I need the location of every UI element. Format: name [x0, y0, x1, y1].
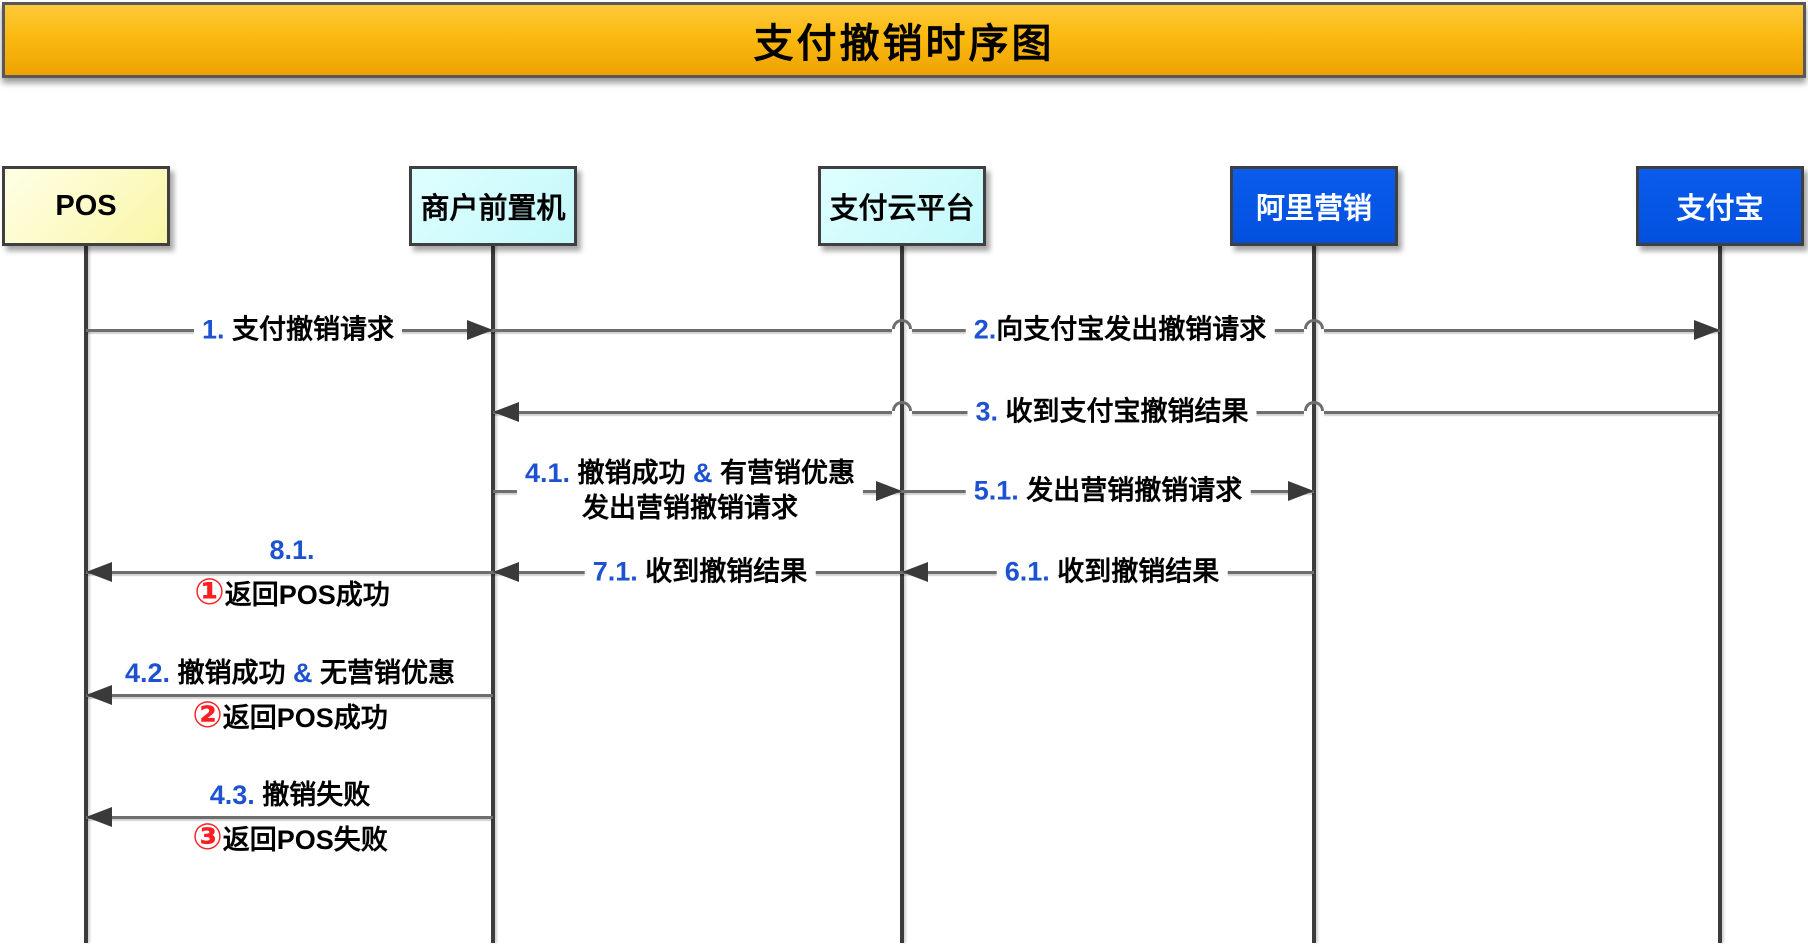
message-text-segment: 收到撤销结果 [1057, 556, 1220, 587]
message-4.1-label: 4.1. 撤销成功 & 有营销优惠发出营销撤销请求 [516, 458, 864, 524]
participant-payment-cloud: 支付云平台 [818, 166, 986, 246]
message-2-hop [892, 319, 912, 329]
message-2-line [1324, 329, 1720, 332]
message-4.3-line [86, 816, 493, 819]
message-text-segment: 向支付宝发出撤销请求 [996, 314, 1267, 345]
message-4.3-label: 4.3. 撤销失败 ③返回POS失败 [192, 780, 388, 856]
participant-label-pos: POS [55, 189, 117, 222]
message-2-text-line-1: 2.向支付宝发出撤销请求 [974, 315, 1267, 346]
message-8.1-arrowhead [86, 562, 112, 582]
participant-label-payment-cloud: 支付云平台 [829, 193, 975, 225]
message-text-segment: 支付撤销请求 [232, 314, 395, 345]
lifeline-ali-marketing [1312, 246, 1316, 943]
message-text-segment: 7.1. [592, 556, 646, 587]
message-3-arrowhead [493, 402, 519, 422]
participant-label-merchant-frontend: 商户前置机 [420, 193, 566, 225]
message-4.3-arrowhead [86, 807, 112, 827]
message-text-segment: 3. [975, 396, 1006, 427]
message-text-segment: 4.2. [124, 658, 178, 688]
circled-number-badge: ① [194, 571, 225, 612]
message-4.2-text-line-1: 4.2. 撤销成功 & 无营销优惠 [125, 658, 455, 689]
message-text-segment: 收到撤销结果 [645, 556, 808, 587]
message-text-segment: 撤销成功 [577, 458, 694, 488]
participant-alipay: 支付宝 [1636, 166, 1804, 246]
message-text-segment: 4.3. [209, 780, 263, 810]
participant-pos: POS [2, 166, 170, 246]
message-text-segment: 8.1. [269, 535, 315, 565]
message-text-segment: 4.1. [524, 458, 578, 488]
message-8.1-text-line-1: 8.1. [269, 535, 314, 566]
diagram-title: 支付撤销时序图 [2, 2, 1806, 78]
message-text-segment: 发出营销撤销请求 [1026, 475, 1243, 506]
lifeline-merchant-frontend [491, 246, 495, 943]
circled-number-badge: ② [192, 694, 223, 735]
message-text-segment: 1. [201, 314, 233, 345]
message-text-segment: & [693, 458, 721, 488]
message-text-segment: 5.1. [973, 475, 1027, 506]
message-text-segment: 无营销优惠 [320, 658, 456, 688]
message-4.3-text-line-1: 4.3. 撤销失败 [210, 780, 371, 811]
message-5.1-arrowhead [1288, 481, 1314, 501]
message-text-segment: 发出营销撤销请求 [582, 493, 798, 523]
message-2-arrowhead [1694, 320, 1720, 340]
message-5.1-label: 5.1. 发出营销撤销请求 [965, 475, 1251, 507]
message-3-hop [892, 401, 912, 411]
participant-merchant-frontend: 商户前置机 [409, 166, 577, 246]
message-3-text-line-1: 3. 收到支付宝撤销结果 [975, 397, 1248, 428]
message-6.1-arrowhead [902, 562, 928, 582]
message-4.2-text-line-2: ②返回POS成功 [192, 697, 388, 734]
message-4.2-label: 4.2. 撤销成功 & 无营销优惠 ②返回POS成功 [125, 658, 455, 734]
participant-label-ali-marketing: 阿里营销 [1255, 193, 1372, 225]
message-4.2-line [86, 694, 493, 697]
message-5.1-text-line-1: 5.1. 发出营销撤销请求 [974, 476, 1243, 507]
message-text-segment: 返回POS失败 [222, 825, 388, 855]
message-1-text-line-1: 1. 支付撤销请求 [202, 315, 394, 346]
message-text-segment: 2. [973, 314, 997, 345]
message-4.1-arrowhead [876, 481, 902, 501]
message-8.1-label: 8.1. ①返回POS成功 [194, 535, 390, 611]
message-text-segment: 返回POS成功 [222, 703, 388, 733]
message-4.2-arrowhead [86, 685, 112, 705]
message-8.1-line [86, 571, 493, 574]
message-6.1-text-line-1: 6.1. 收到撤销结果 [1005, 557, 1220, 588]
message-3-line [493, 411, 892, 414]
message-text-segment: 返回POS成功 [224, 580, 390, 610]
message-6.1-label: 6.1. 收到撤销结果 [996, 556, 1228, 588]
message-text-segment: 撤销失败 [262, 780, 371, 810]
message-2-line [493, 329, 892, 332]
message-3-line [1324, 411, 1720, 414]
lifeline-payment-cloud [900, 246, 904, 943]
participant-ali-marketing: 阿里营销 [1230, 166, 1398, 246]
message-7.1-arrowhead [493, 562, 519, 582]
message-2-label: 2.向支付宝发出撤销请求 [965, 314, 1275, 346]
message-4.1-text-line-1: 4.1. 撤销成功 & 有营销优惠 [525, 458, 855, 489]
message-7.1-label: 7.1. 收到撤销结果 [584, 556, 816, 588]
message-7.1-text-line-1: 7.1. 收到撤销结果 [593, 557, 808, 588]
circled-number-badge: ③ [192, 816, 223, 857]
participant-label-alipay: 支付宝 [1676, 193, 1764, 225]
message-4.3-text-line-2: ③返回POS失败 [192, 819, 388, 856]
message-text-segment: 收到支付宝撤销结果 [1005, 396, 1249, 427]
message-text-segment: 撤销成功 [177, 658, 294, 688]
message-text-segment: 6.1. [1004, 556, 1058, 587]
message-1-arrowhead [467, 320, 493, 340]
message-4.1-text-line-2: 发出营销撤销请求 [582, 493, 798, 524]
message-3-label: 3. 收到支付宝撤销结果 [967, 396, 1257, 428]
lifeline-pos [84, 246, 88, 943]
message-text-segment: & [293, 658, 321, 688]
lifeline-alipay [1718, 246, 1722, 943]
message-text-segment: 有营销优惠 [720, 458, 856, 488]
message-2-hop [1304, 319, 1324, 329]
message-3-hop [1304, 401, 1324, 411]
message-1-label: 1. 支付撤销请求 [193, 314, 403, 346]
message-8.1-text-line-2: ①返回POS成功 [194, 574, 390, 611]
